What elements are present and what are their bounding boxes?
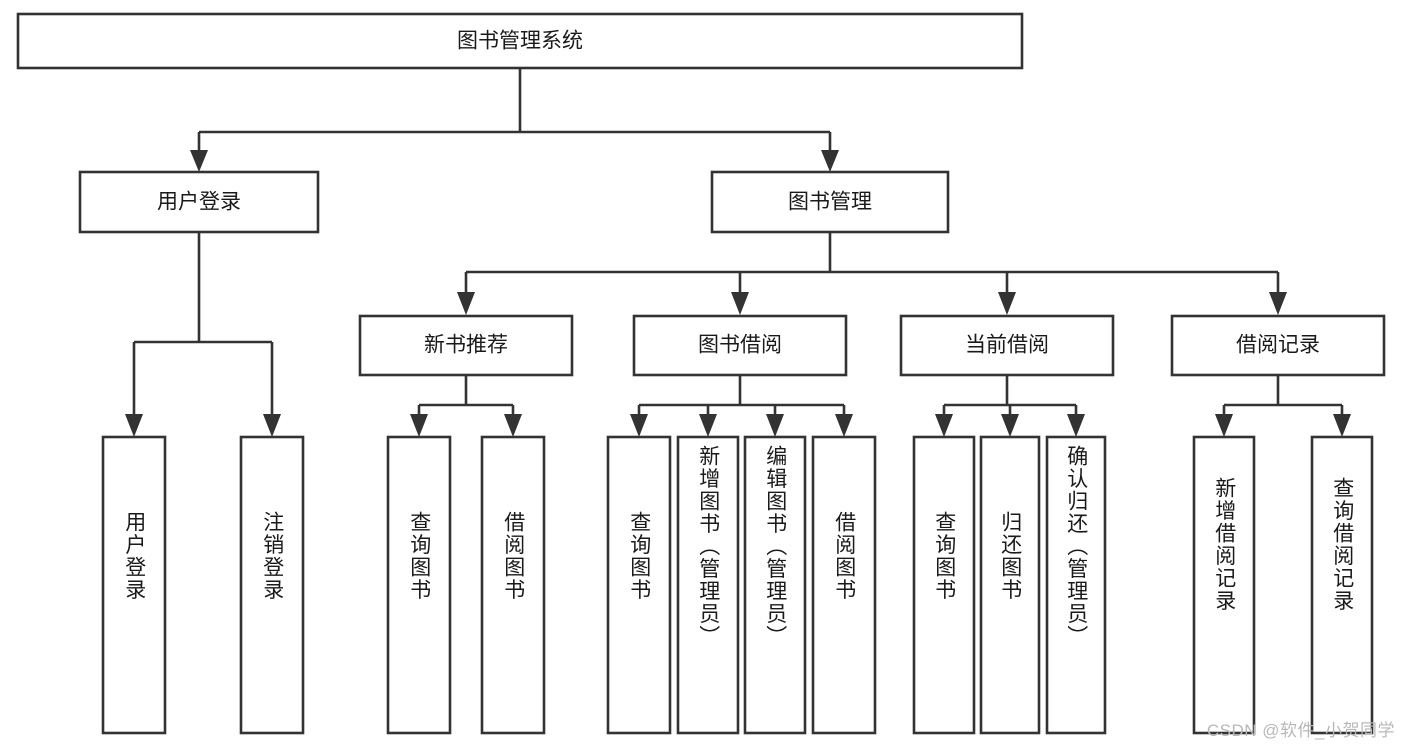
arrowhead-newbook-leaf-1 xyxy=(504,414,522,437)
node-root-box[interactable] xyxy=(16,12,1024,70)
node-book-borrow[interactable]: 图书借阅 xyxy=(632,314,848,377)
arrowhead-current-leaf-2 xyxy=(1067,414,1085,437)
leaf-box-user-login-1[interactable] xyxy=(239,435,305,735)
node-user-login-box[interactable] xyxy=(78,170,320,234)
leaf-box-borrow-3[interactable] xyxy=(811,435,877,735)
leaf-box-new-book-0[interactable] xyxy=(386,435,452,735)
arrowhead-records-leaf-1 xyxy=(1333,414,1351,437)
connector-group-borrow-to-leaves xyxy=(630,375,853,437)
node-user-login[interactable]: 用户登录 xyxy=(78,170,320,234)
node-book-management-label: 图书管理 xyxy=(788,191,872,214)
node-borrow-records[interactable]: 借阅记录 xyxy=(1170,314,1386,377)
arrowhead-borrow-leaf-1 xyxy=(699,414,717,437)
node-book-management-box[interactable] xyxy=(710,170,950,234)
arrowhead-userlogin-leaf-1 xyxy=(263,414,281,437)
node-root-label: 图书管理系统 xyxy=(457,30,583,53)
leaf-box-borrow-0[interactable] xyxy=(606,435,672,735)
node-new-book-recommend-box[interactable] xyxy=(358,314,574,377)
arrowhead-user-login xyxy=(190,150,208,172)
connector-group-records-to-leaves xyxy=(1215,375,1351,437)
node-borrow-records-box[interactable] xyxy=(1170,314,1386,377)
node-user-login-label: 用户登录 xyxy=(157,191,241,214)
node-borrow-records-label: 借阅记录 xyxy=(1236,334,1320,357)
node-book-borrow-box[interactable] xyxy=(632,314,848,377)
node-new-book-recommend[interactable]: 新书推荐 xyxy=(358,314,574,377)
node-current-borrow[interactable]: 当前借阅 xyxy=(899,314,1115,377)
leaf-box-borrow-1[interactable] xyxy=(676,435,740,735)
arrowhead-current-leaf-1 xyxy=(1001,414,1019,437)
arrowhead-records xyxy=(1269,292,1287,315)
leaf-box-records-0[interactable] xyxy=(1192,435,1256,735)
connector-group-newbook-to-leaves xyxy=(410,375,522,437)
leaf-box-current-1[interactable] xyxy=(979,435,1041,735)
arrowhead-userlogin-leaf-0 xyxy=(125,414,143,437)
arrowhead-book-mgmt xyxy=(821,150,839,172)
arrowhead-borrow-leaf-2 xyxy=(766,414,784,437)
leaf-box-user-login-0[interactable] xyxy=(101,435,167,735)
arrowhead-current xyxy=(998,292,1016,315)
node-root[interactable]: 图书管理系统 xyxy=(16,12,1024,70)
node-book-borrow-label: 图书借阅 xyxy=(698,334,782,357)
leaf-box-records-1[interactable] xyxy=(1310,435,1374,735)
node-new-book-recommend-label: 新书推荐 xyxy=(424,334,508,357)
leaf-box-borrow-2[interactable] xyxy=(743,435,807,735)
watermark-text: CSDN @软件_小贺同学 xyxy=(1206,721,1395,740)
node-current-borrow-box[interactable] xyxy=(899,314,1115,377)
arrowhead-records-leaf-0 xyxy=(1215,414,1233,437)
leaf-box-current-2[interactable] xyxy=(1045,435,1107,735)
leaf-box-new-book-1[interactable] xyxy=(480,435,546,735)
connector-group-current-to-leaves xyxy=(935,375,1085,437)
connector-group-userlogin-to-leaves xyxy=(125,232,281,437)
node-book-management[interactable]: 图书管理 xyxy=(710,170,950,234)
arrowhead-borrow-leaf-0 xyxy=(630,414,648,437)
arrowhead-current-leaf-0 xyxy=(935,414,953,437)
node-current-borrow-label: 当前借阅 xyxy=(965,334,1049,357)
arrowhead-borrow xyxy=(731,292,749,315)
connector-group-bookmgmt-to-level3 xyxy=(457,232,1287,315)
arrowhead-borrow-leaf-3 xyxy=(835,414,853,437)
connector-group-root-to-level2 xyxy=(190,68,839,172)
leaf-box-current-0[interactable] xyxy=(912,435,976,735)
arrowhead-newbook-leaf-0 xyxy=(410,414,428,437)
arrowhead-newbook xyxy=(457,292,475,315)
